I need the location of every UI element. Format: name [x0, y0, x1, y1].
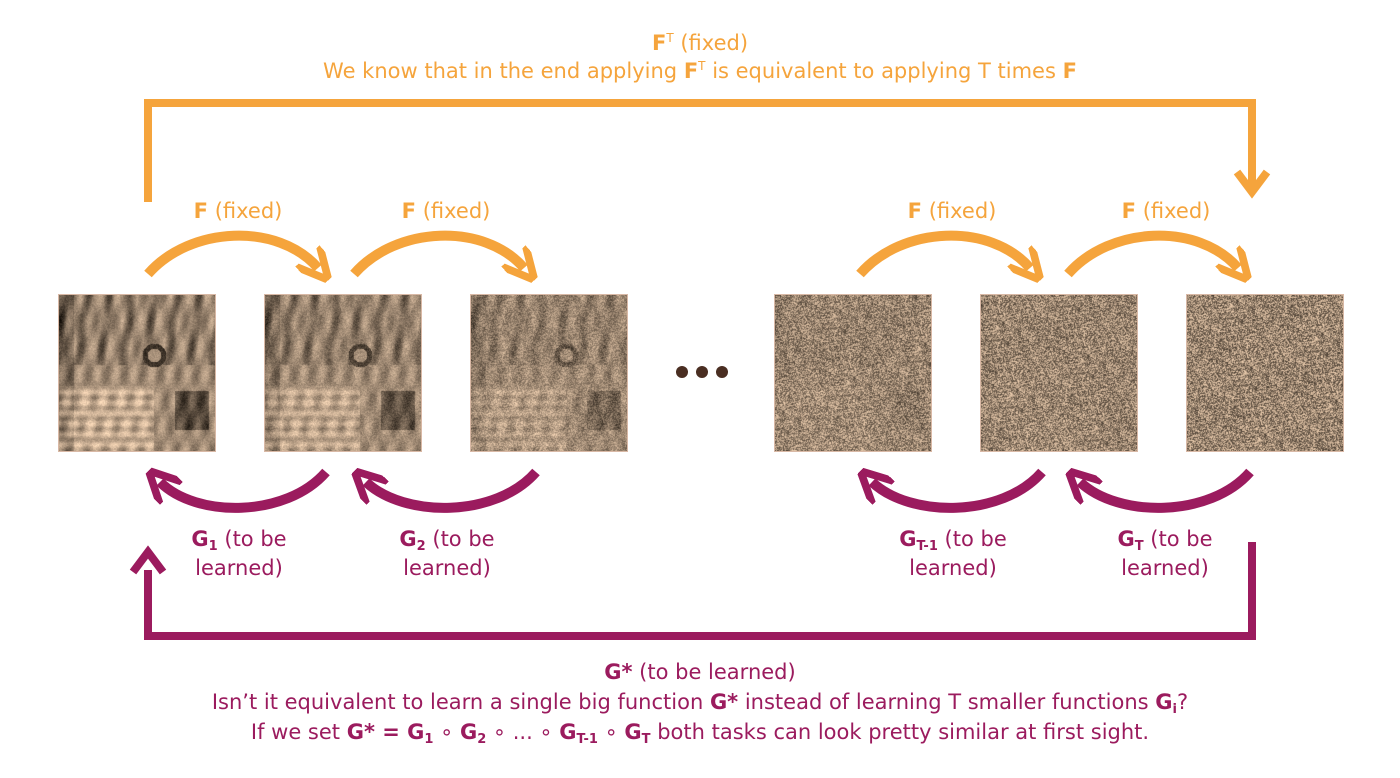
g2-label: G2 (to be learned) — [399, 527, 495, 580]
ellipsis-dot-2 — [696, 366, 708, 378]
g2-arrow — [366, 472, 540, 513]
gt-arrow — [1080, 472, 1254, 513]
noise-image-step-t — [1186, 294, 1344, 452]
g-star-arrow — [144, 542, 1256, 640]
g-star-question: Isn’t it equivalent to learn a single bi… — [211, 690, 1189, 717]
g-star-composition-statement: If we set G* = G1 ∘ G2 ∘ ... ∘ GT-1 ∘ GT… — [250, 720, 1150, 747]
f-label-2: F (fixed) — [401, 199, 491, 223]
ellipsis-dot-1 — [676, 366, 688, 378]
g1-label: G1 (to be learned) — [191, 527, 287, 580]
cat-image-step-0 — [58, 294, 216, 452]
noise-image-step-t-1 — [980, 294, 1138, 452]
gt-1-arrow — [872, 472, 1046, 513]
g-star-arrowhead — [129, 545, 167, 575]
f-power-t-description: We know that in the end applying FT is e… — [323, 59, 1077, 83]
cat-image-step-2 — [470, 294, 628, 452]
f-power-t-arrowhead — [1233, 169, 1271, 199]
f-arrow-4 — [1064, 230, 1238, 274]
f-label-4: F (fixed) — [1121, 199, 1211, 223]
cat-image-step-1 — [264, 294, 422, 452]
noise-image-step-t-2 — [774, 294, 932, 452]
f-power-t-label: FT (fixed) — [651, 31, 749, 55]
f-label-1: F (fixed) — [193, 199, 283, 223]
g1-arrow — [160, 472, 330, 513]
ellipsis-dot-3 — [716, 366, 728, 378]
gt-label: GT (to be learned) — [1117, 527, 1213, 580]
f-arrow-3 — [856, 230, 1030, 274]
f-power-t-arrow — [144, 99, 1256, 202]
f-label-3: F (fixed) — [907, 199, 997, 223]
gt-1-label: GT-1 (to be learned) — [899, 527, 1007, 580]
f-arrow-2 — [350, 230, 524, 274]
g-star-label: G* (to be learned) — [604, 660, 796, 684]
f-arrow-1 — [144, 230, 318, 274]
